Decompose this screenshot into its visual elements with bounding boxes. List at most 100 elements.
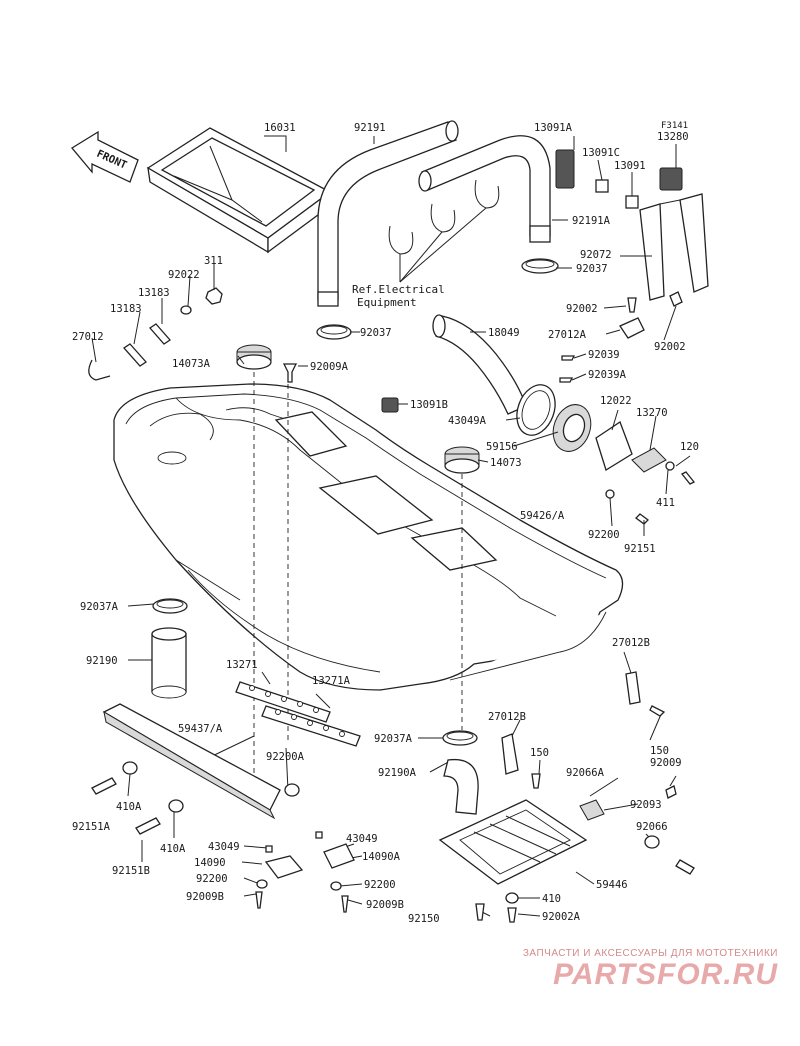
part-label: 13280 bbox=[657, 131, 689, 143]
hardware-13091 bbox=[625, 195, 639, 209]
part-label: 92009A bbox=[310, 361, 349, 373]
ref-note: Ref.Electrical Equipment bbox=[352, 283, 445, 309]
part-label: 13091 bbox=[614, 160, 646, 172]
bolts-lower-left bbox=[91, 777, 161, 835]
hose-92190 bbox=[151, 627, 187, 699]
part-label: 92151A bbox=[72, 821, 111, 833]
part-label: 18049 bbox=[488, 327, 520, 339]
part-label: 150 bbox=[530, 747, 549, 759]
part-label: 92190A bbox=[378, 767, 417, 779]
clamp-92037-left bbox=[316, 324, 352, 340]
part-label: 13270 bbox=[636, 407, 668, 419]
part-label: 16031 bbox=[264, 122, 296, 134]
vent-hose-92191a bbox=[418, 135, 551, 243]
part-label: 92150 bbox=[408, 913, 440, 925]
part-label: 92072 bbox=[580, 249, 612, 261]
part-label: 120 bbox=[680, 441, 699, 453]
part-label: 92037A bbox=[374, 733, 413, 745]
part-label: 13271 bbox=[226, 659, 258, 671]
plate-12022 bbox=[595, 421, 633, 471]
bracket-92072 bbox=[639, 193, 709, 301]
part-label: 43049 bbox=[208, 841, 240, 853]
part-label: 92093 bbox=[630, 799, 662, 811]
part-label: 92039A bbox=[588, 369, 627, 381]
part-label: 92022 bbox=[168, 269, 200, 281]
clamp-92037a-left bbox=[152, 598, 188, 614]
part-label: 92191A bbox=[572, 215, 611, 227]
hose-92190a bbox=[443, 758, 479, 815]
part-label: F3141 bbox=[661, 121, 688, 131]
pad-13091b bbox=[381, 397, 399, 413]
clamp-92037-upper bbox=[521, 258, 559, 274]
clamp-92037a-right bbox=[442, 730, 478, 746]
link-13183-a bbox=[149, 323, 171, 345]
part-label: 92037 bbox=[360, 327, 392, 339]
part-label: 92037 bbox=[576, 263, 608, 275]
part-label: 92009B bbox=[186, 891, 224, 903]
hardware-13091a bbox=[555, 149, 575, 189]
part-number-labels: 16031 92191 13091A 13091C F3141 13280 13… bbox=[72, 121, 699, 925]
bracket-27012b-right bbox=[625, 671, 641, 705]
part-label: 13183 bbox=[138, 287, 170, 299]
hull-deck bbox=[113, 383, 624, 691]
part-label: 14073 bbox=[490, 457, 522, 469]
strip-13271a bbox=[261, 705, 361, 747]
part-label: 92066A bbox=[566, 767, 605, 779]
washers-lower-left bbox=[122, 761, 300, 813]
bolt-92009a bbox=[282, 363, 298, 383]
part-label: 410A bbox=[116, 801, 142, 813]
part-label: 150 bbox=[650, 745, 669, 757]
part-label: 14090A bbox=[362, 851, 401, 863]
part-label: 59446 bbox=[596, 879, 628, 891]
part-label: 14090 bbox=[194, 857, 226, 869]
gasket-43049-right bbox=[323, 843, 355, 869]
storage-tray bbox=[146, 127, 332, 254]
part-label: 13091A bbox=[534, 122, 573, 134]
part-label: 92191 bbox=[354, 122, 386, 134]
bolts-92002 bbox=[627, 291, 683, 313]
part-label: 311 bbox=[204, 255, 223, 267]
cap-14073a bbox=[236, 344, 272, 370]
link-13183-b bbox=[123, 343, 147, 367]
part-label: 92039 bbox=[588, 349, 620, 361]
screws-right bbox=[559, 355, 696, 525]
hardware-13280 bbox=[659, 167, 683, 191]
watermark-tagline: ЗАПЧАСТИ И АКСЕССУАРЫ ДЛЯ МОТОТЕХНИКИ bbox=[522, 948, 778, 959]
part-label: 27012B bbox=[612, 637, 650, 649]
part-label: 27012 bbox=[72, 331, 104, 343]
part-label: 92066 bbox=[636, 821, 668, 833]
part-label: 410A bbox=[160, 843, 186, 855]
part-label: 92151 bbox=[624, 543, 656, 555]
cap-14073 bbox=[444, 446, 480, 474]
part-label: 12022 bbox=[600, 395, 632, 407]
strip-13271 bbox=[235, 681, 331, 723]
part-label: 410 bbox=[542, 893, 561, 905]
part-label: 92200 bbox=[588, 529, 620, 541]
ref-note-line-2: Equipment bbox=[357, 296, 417, 309]
bracket-27012a bbox=[619, 317, 645, 339]
hook-27012 bbox=[88, 359, 111, 381]
part-label: 59156 bbox=[486, 441, 518, 453]
callout-leaders bbox=[91, 135, 691, 917]
part-label: 92002 bbox=[654, 341, 686, 353]
part-label: 59437/A bbox=[178, 723, 223, 735]
block-13270 bbox=[631, 447, 667, 473]
sponson-59437 bbox=[102, 703, 281, 820]
gasket-43049 bbox=[264, 855, 304, 879]
bracket-27012b-mid bbox=[501, 733, 519, 775]
part-label: 92200 bbox=[196, 873, 228, 885]
part-label: 92002A bbox=[542, 911, 581, 923]
part-label: 411 bbox=[656, 497, 675, 509]
part-label: 92009 bbox=[650, 757, 682, 769]
washer-92022 bbox=[180, 305, 192, 315]
part-label: 59426/A bbox=[520, 510, 565, 522]
part-label: 27012B bbox=[488, 711, 526, 723]
watermark-brand: PARTSFOR.RU bbox=[553, 958, 778, 991]
part-label: 92037A bbox=[80, 601, 119, 613]
small-hardware-bottom bbox=[255, 831, 349, 913]
hose-clips bbox=[388, 179, 500, 283]
part-label: 92200A bbox=[266, 751, 305, 763]
part-label: 92151B bbox=[112, 865, 150, 877]
gasket-43049a bbox=[516, 384, 556, 436]
